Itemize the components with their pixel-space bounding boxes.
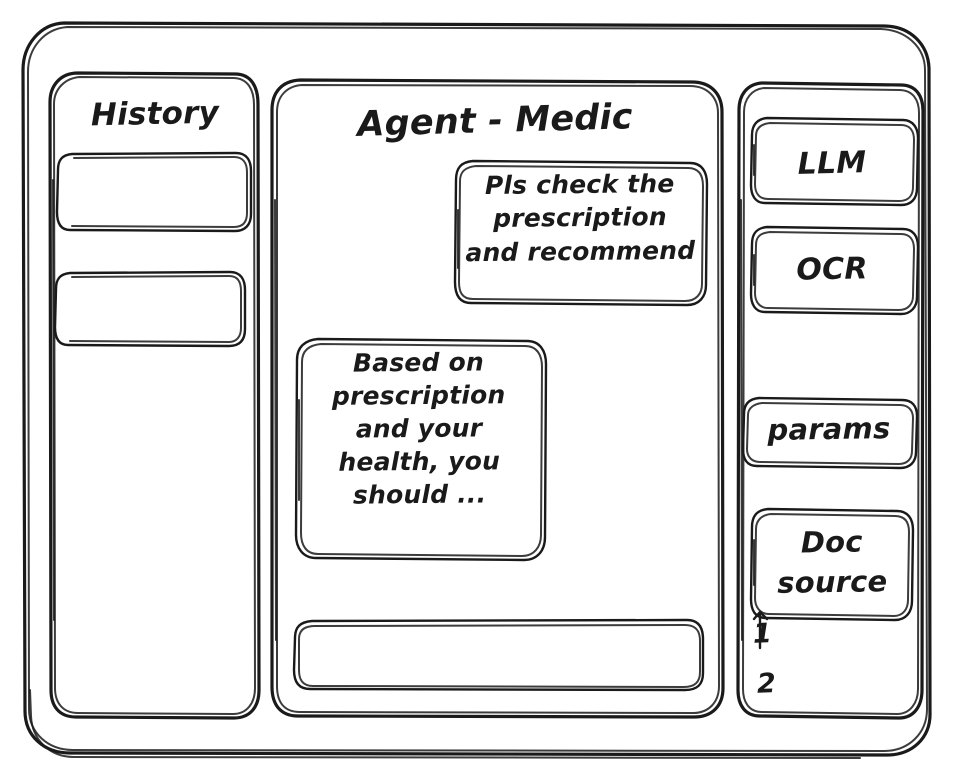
doc-source-outline[interactable] bbox=[749, 507, 915, 622]
agent-message-text: Based on prescription and your health, y… bbox=[331, 347, 506, 510]
doc-source-connector bbox=[752, 610, 769, 650]
doc-source-item-2[interactable]: 2 bbox=[756, 668, 777, 700]
doc-source-label[interactable]: Doc source bbox=[776, 524, 888, 600]
tool-llm-outline[interactable] bbox=[749, 116, 920, 207]
sidebar-title: History bbox=[90, 94, 220, 134]
doc-source-item-1[interactable]: 1 bbox=[752, 618, 773, 650]
right-panel-outline bbox=[736, 81, 925, 720]
composer-input-outline[interactable] bbox=[292, 618, 705, 692]
history-item-1-outline[interactable] bbox=[55, 151, 253, 233]
tool-params-outline[interactable] bbox=[741, 396, 919, 470]
agent-message-bubble-outline bbox=[294, 337, 548, 562]
tool-ocr-label[interactable]: OCR bbox=[796, 251, 868, 288]
user-message-text: Pls check the prescription and recommend bbox=[465, 169, 696, 267]
tool-params-label[interactable]: params bbox=[767, 411, 891, 447]
window-frame bbox=[21, 21, 932, 759]
user-message-bubble-outline bbox=[453, 159, 709, 307]
sidebar-panel-outline bbox=[48, 71, 261, 720]
tool-ocr-outline[interactable] bbox=[749, 225, 920, 316]
main-panel-outline bbox=[270, 78, 725, 719]
history-item-2-outline[interactable] bbox=[53, 270, 247, 348]
tool-llm-label[interactable]: LLM bbox=[797, 145, 867, 182]
